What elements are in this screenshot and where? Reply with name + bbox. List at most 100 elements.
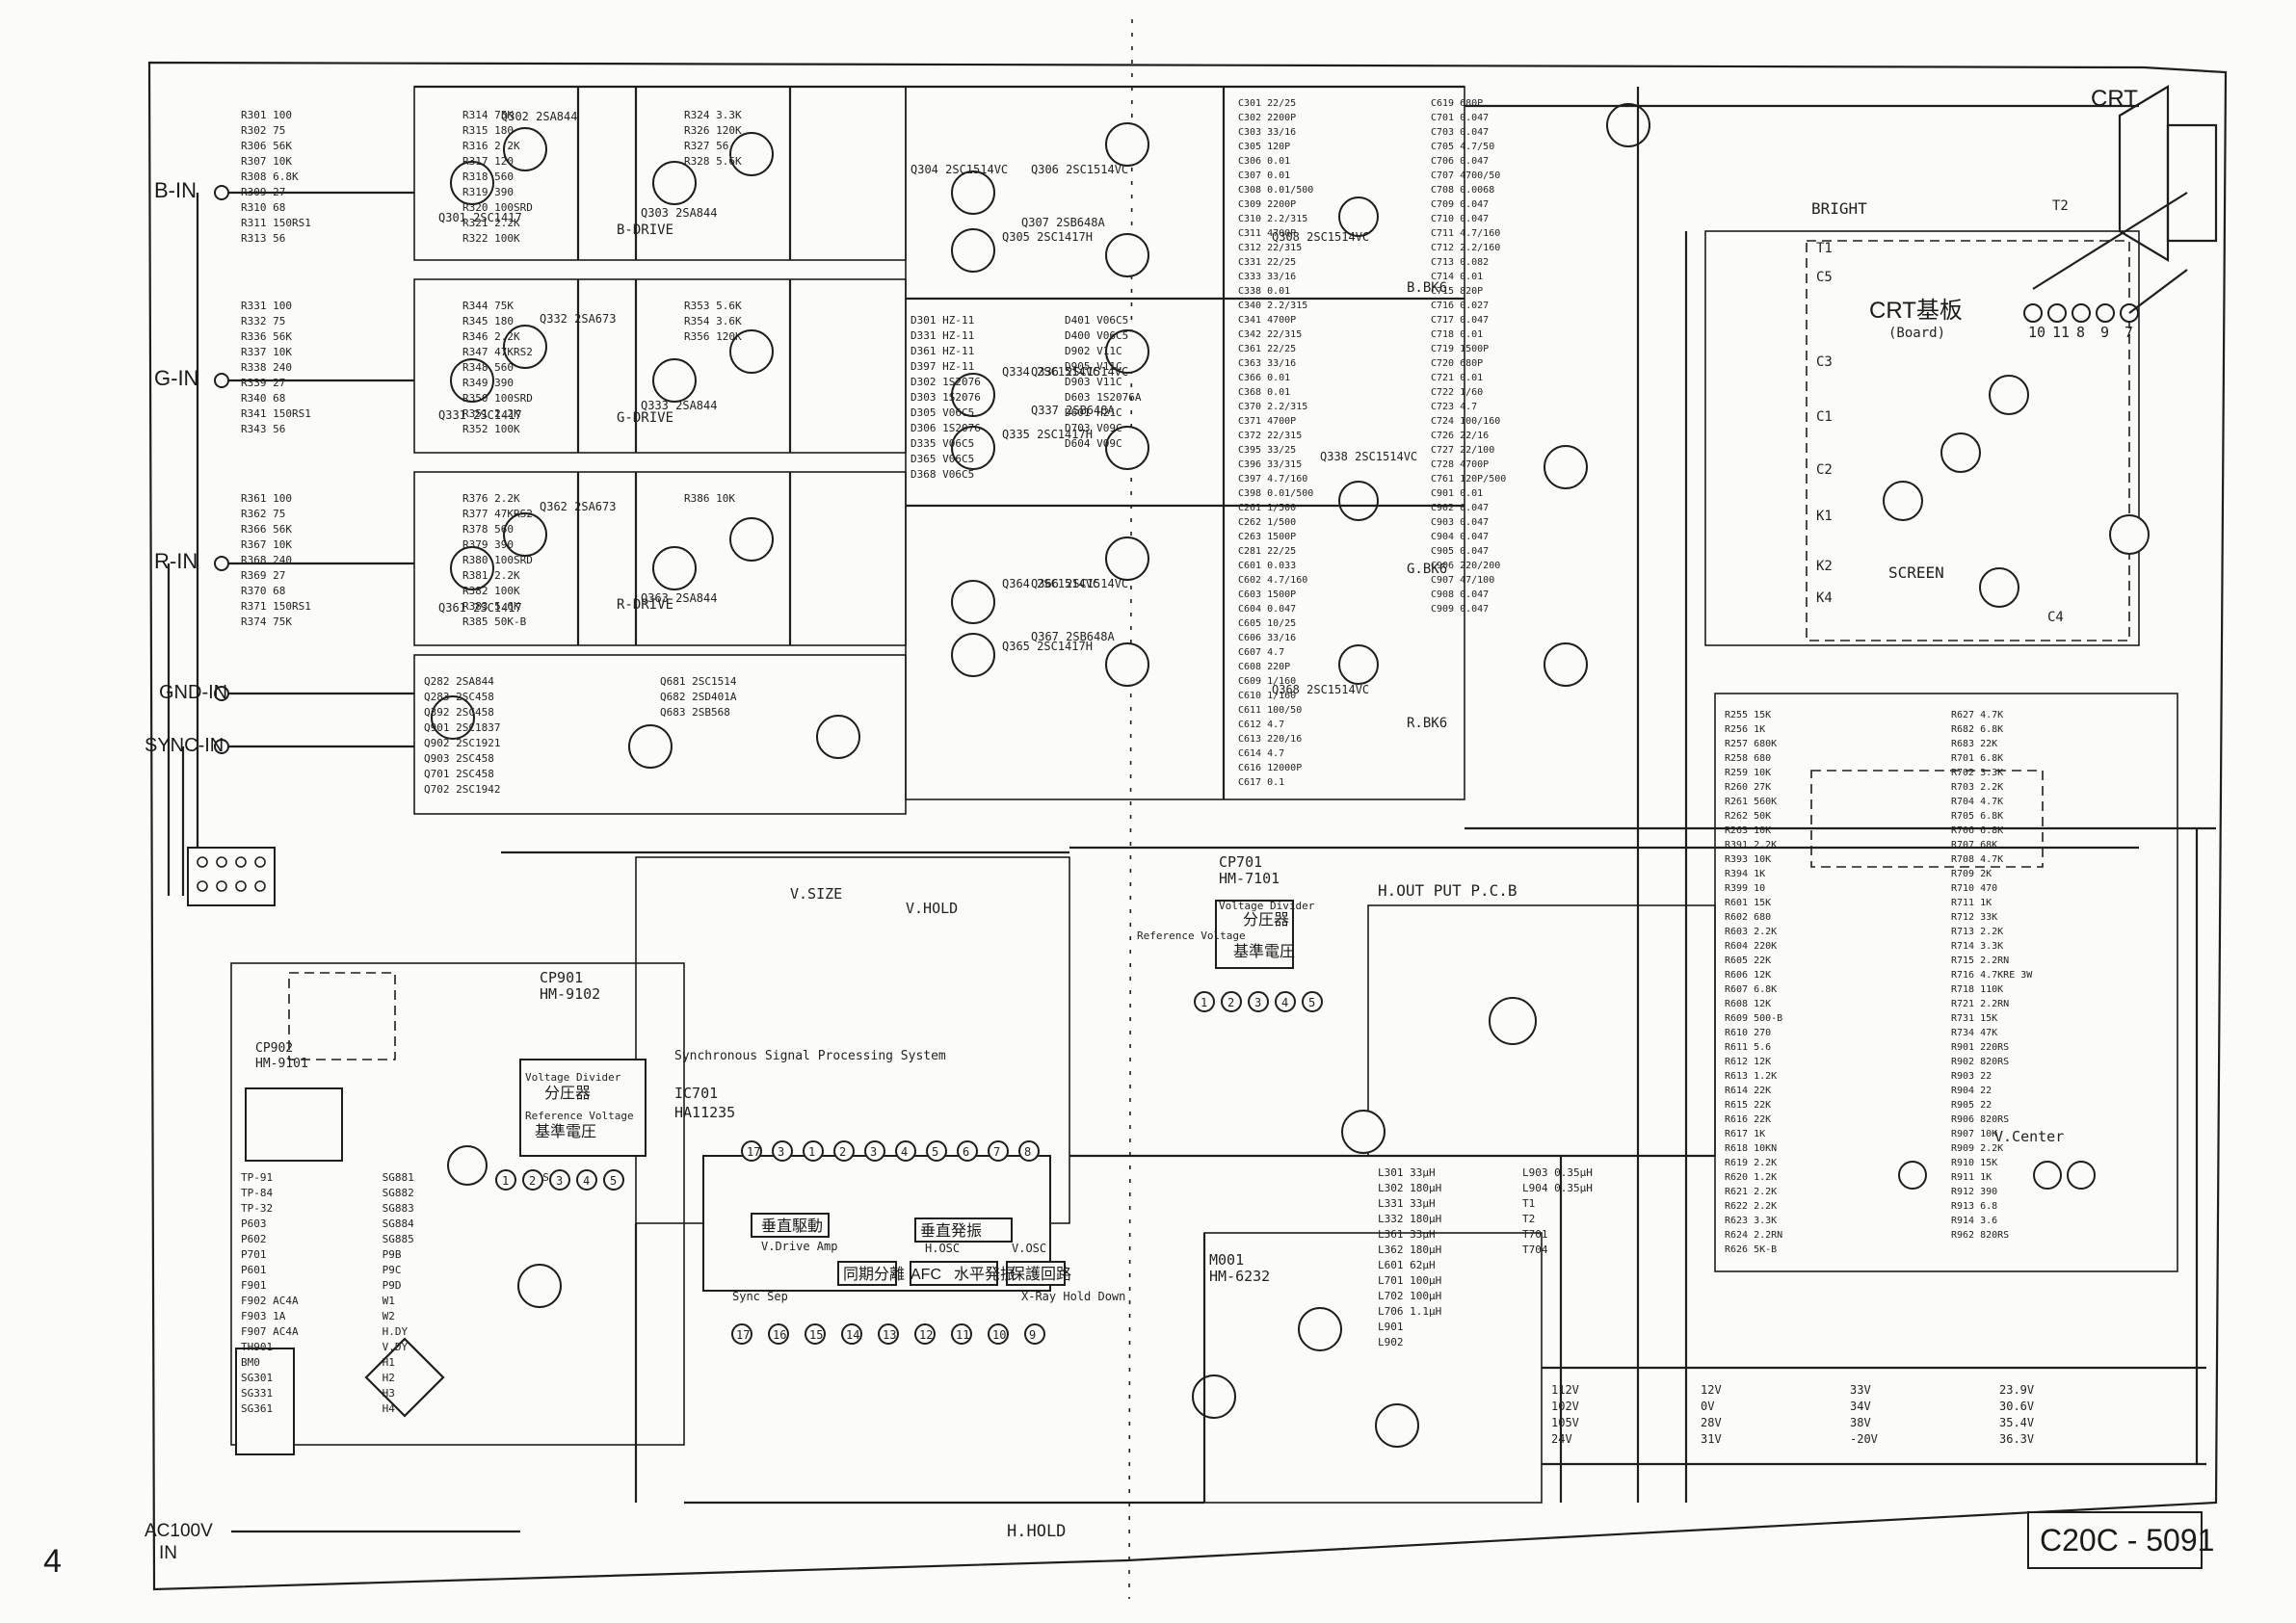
crt-pin-k4: K4 xyxy=(1816,590,1833,606)
ic-pin-top xyxy=(772,1140,793,1162)
resistors-misc-label: R616 22K xyxy=(1725,1114,1771,1125)
resistors-misc-label: R261 560K xyxy=(1725,797,1777,807)
screen-label: SCREEN xyxy=(1888,563,1944,582)
resistors-misc-label: R621 2.2K xyxy=(1725,1187,1777,1197)
resistors-low-label: R377 47KRS2 xyxy=(462,508,533,520)
resistors-misc-label: R731 15K xyxy=(1951,1013,1997,1024)
voltages-label: 30.6V xyxy=(1999,1400,2034,1413)
connectors-label: F903 1A xyxy=(241,1310,286,1322)
resistors-mid-label: R337 10K xyxy=(241,346,292,358)
resistors-low-label: R381 2.2K xyxy=(462,569,520,582)
hout-label: H.OUT PUT P.C.B xyxy=(1378,881,1517,900)
capacitors-label: C727 22/100 xyxy=(1431,445,1494,456)
capacitors-label: C717 0.047 xyxy=(1431,315,1489,326)
q-top-6: Q306 2SC1514VC xyxy=(1031,163,1128,176)
voltages-label: 105V xyxy=(1551,1416,1579,1429)
capacitors-label: C370 2.2/315 xyxy=(1238,402,1307,412)
ic-block-sub-2: V.OSC xyxy=(1012,1242,1046,1255)
cp902-part: HM-9101 xyxy=(255,1057,308,1071)
resistors-misc-label: R607 6.8K xyxy=(1725,984,1777,995)
capacitors-label: C617 0.1 xyxy=(1238,777,1284,788)
coils-label: L332 180μH xyxy=(1378,1213,1441,1225)
capacitors-label: C726 22/16 xyxy=(1431,431,1489,441)
ic-pin xyxy=(951,1323,972,1345)
q-top-7: Q307 2SB648A xyxy=(1021,216,1105,229)
capacitors-label: C715 820P xyxy=(1431,286,1483,297)
capacitors-label: C338 0.01 xyxy=(1238,286,1290,297)
cp-pin xyxy=(522,1169,543,1191)
resistors-misc-label: R256 1K xyxy=(1725,724,1765,735)
transistors-sync-label: Q702 2SC1942 xyxy=(424,783,500,796)
ic-pin-top-number: 8 xyxy=(1024,1145,1031,1159)
resistors-misc-label: R601 15K xyxy=(1725,898,1771,908)
cp-pin-number: 3 xyxy=(1254,996,1261,1009)
q-mid-4: Q334 2SC1514VC xyxy=(1002,365,1099,379)
cp-pin-number: 5 xyxy=(610,1174,617,1188)
resistors-misc-label: R258 680 xyxy=(1725,753,1771,764)
ic-pin-number: 9 xyxy=(1029,1328,1036,1342)
capacitors-label: C604 0.047 xyxy=(1238,604,1296,615)
resistors-misc-label: R715 2.2RN xyxy=(1951,955,2009,966)
capacitors-label: C905 0.047 xyxy=(1431,546,1489,557)
capacitors-label: C728 4700P xyxy=(1431,459,1489,470)
video-amp-r xyxy=(413,471,907,646)
capacitors-label: C302 2200P xyxy=(1238,113,1296,123)
capacitors-label: C710 0.047 xyxy=(1431,214,1489,224)
capacitors-label: C903 0.047 xyxy=(1431,517,1489,528)
resistors-misc-label: R260 27K xyxy=(1725,782,1771,793)
cp-pin xyxy=(549,1169,570,1191)
connectors-label: H1 xyxy=(383,1356,395,1369)
crt-pin-k1: K1 xyxy=(1816,509,1833,524)
capacitors-label: C611 100/50 xyxy=(1238,705,1302,716)
coils-label: L902 xyxy=(1378,1336,1404,1348)
connectors-label: TP-32 xyxy=(241,1202,273,1215)
resistors-misc-label: R618 10KN xyxy=(1725,1143,1777,1154)
ic-pin xyxy=(988,1323,1009,1345)
resistors-top-label: R321 2.2K xyxy=(462,217,520,229)
resistors-mid-label: R341 150RS1 xyxy=(241,407,311,420)
connectors-label: P9B xyxy=(383,1248,402,1261)
ic-pin xyxy=(878,1323,899,1345)
drive-label-r: R-DRIVE xyxy=(617,597,673,613)
resistors-misc-label: R734 47K xyxy=(1951,1028,1997,1038)
coils-label: L361 33μH xyxy=(1378,1228,1436,1241)
diodes-label: D302 1S2076 xyxy=(910,376,981,388)
resistors-misc-label: R903 22 xyxy=(1951,1071,1992,1082)
resistors-misc-label: R399 10 xyxy=(1725,883,1765,894)
crt-pin-c1: C1 xyxy=(1816,409,1833,425)
capacitors-label: C341 4700P xyxy=(1238,315,1296,326)
crt-board-label: CRT基板 xyxy=(1869,298,1963,324)
cp701-sub-1: Voltage Divider xyxy=(1219,900,1315,912)
ic-pin-top-number: 17 xyxy=(747,1145,760,1159)
resistors-top-label: R327 56 xyxy=(684,140,728,152)
capacitors-label: C709 0.047 xyxy=(1431,199,1489,210)
resistors-misc-label: R912 390 xyxy=(1951,1187,1997,1197)
ic-block-1: 垂直駆動 xyxy=(761,1217,823,1235)
ic-pin-top-number: 6 xyxy=(963,1145,969,1159)
resistors-top-label: R306 56K xyxy=(241,140,292,152)
ic-name: IC701 xyxy=(674,1085,718,1102)
power-supply xyxy=(230,962,685,1533)
capacitors-label: C906 220/200 xyxy=(1431,561,1500,571)
ic-pin-top xyxy=(1018,1140,1040,1162)
transistors-sync-label: Q683 2SB568 xyxy=(660,706,730,719)
connectors-label: W2 xyxy=(383,1310,395,1322)
q-mid-5: Q335 2SC1417H xyxy=(1002,428,1093,441)
crt-socket-pin-1: 10 xyxy=(2028,324,2045,341)
q-low-7: Q367 2SB648A xyxy=(1031,630,1115,643)
r-in-label: R-IN xyxy=(154,549,198,573)
capacitors-label: C721 0.01 xyxy=(1431,373,1483,383)
connectors-label: P9D xyxy=(383,1279,402,1292)
v-hold-label: V.HOLD xyxy=(906,900,958,917)
drive-label-b: B-DRIVE xyxy=(617,223,673,238)
resistors-misc-label: R393 10K xyxy=(1725,854,1771,865)
q-mid-3: Q333 2SA844 xyxy=(641,399,717,412)
resistors-misc-label: R905 22 xyxy=(1951,1100,1992,1111)
capacitors-label: C613 220/16 xyxy=(1238,734,1302,745)
model-number: C20C - 5091 xyxy=(2040,1523,2214,1558)
resistors-misc-label: R605 22K xyxy=(1725,955,1771,966)
crt-pin-c4: C4 xyxy=(2047,610,2064,625)
voltages-label: -20V xyxy=(1850,1432,1878,1446)
capacitors-label: C305 120P xyxy=(1238,142,1290,152)
q-top-2: Q302 2SA844 xyxy=(501,110,577,123)
